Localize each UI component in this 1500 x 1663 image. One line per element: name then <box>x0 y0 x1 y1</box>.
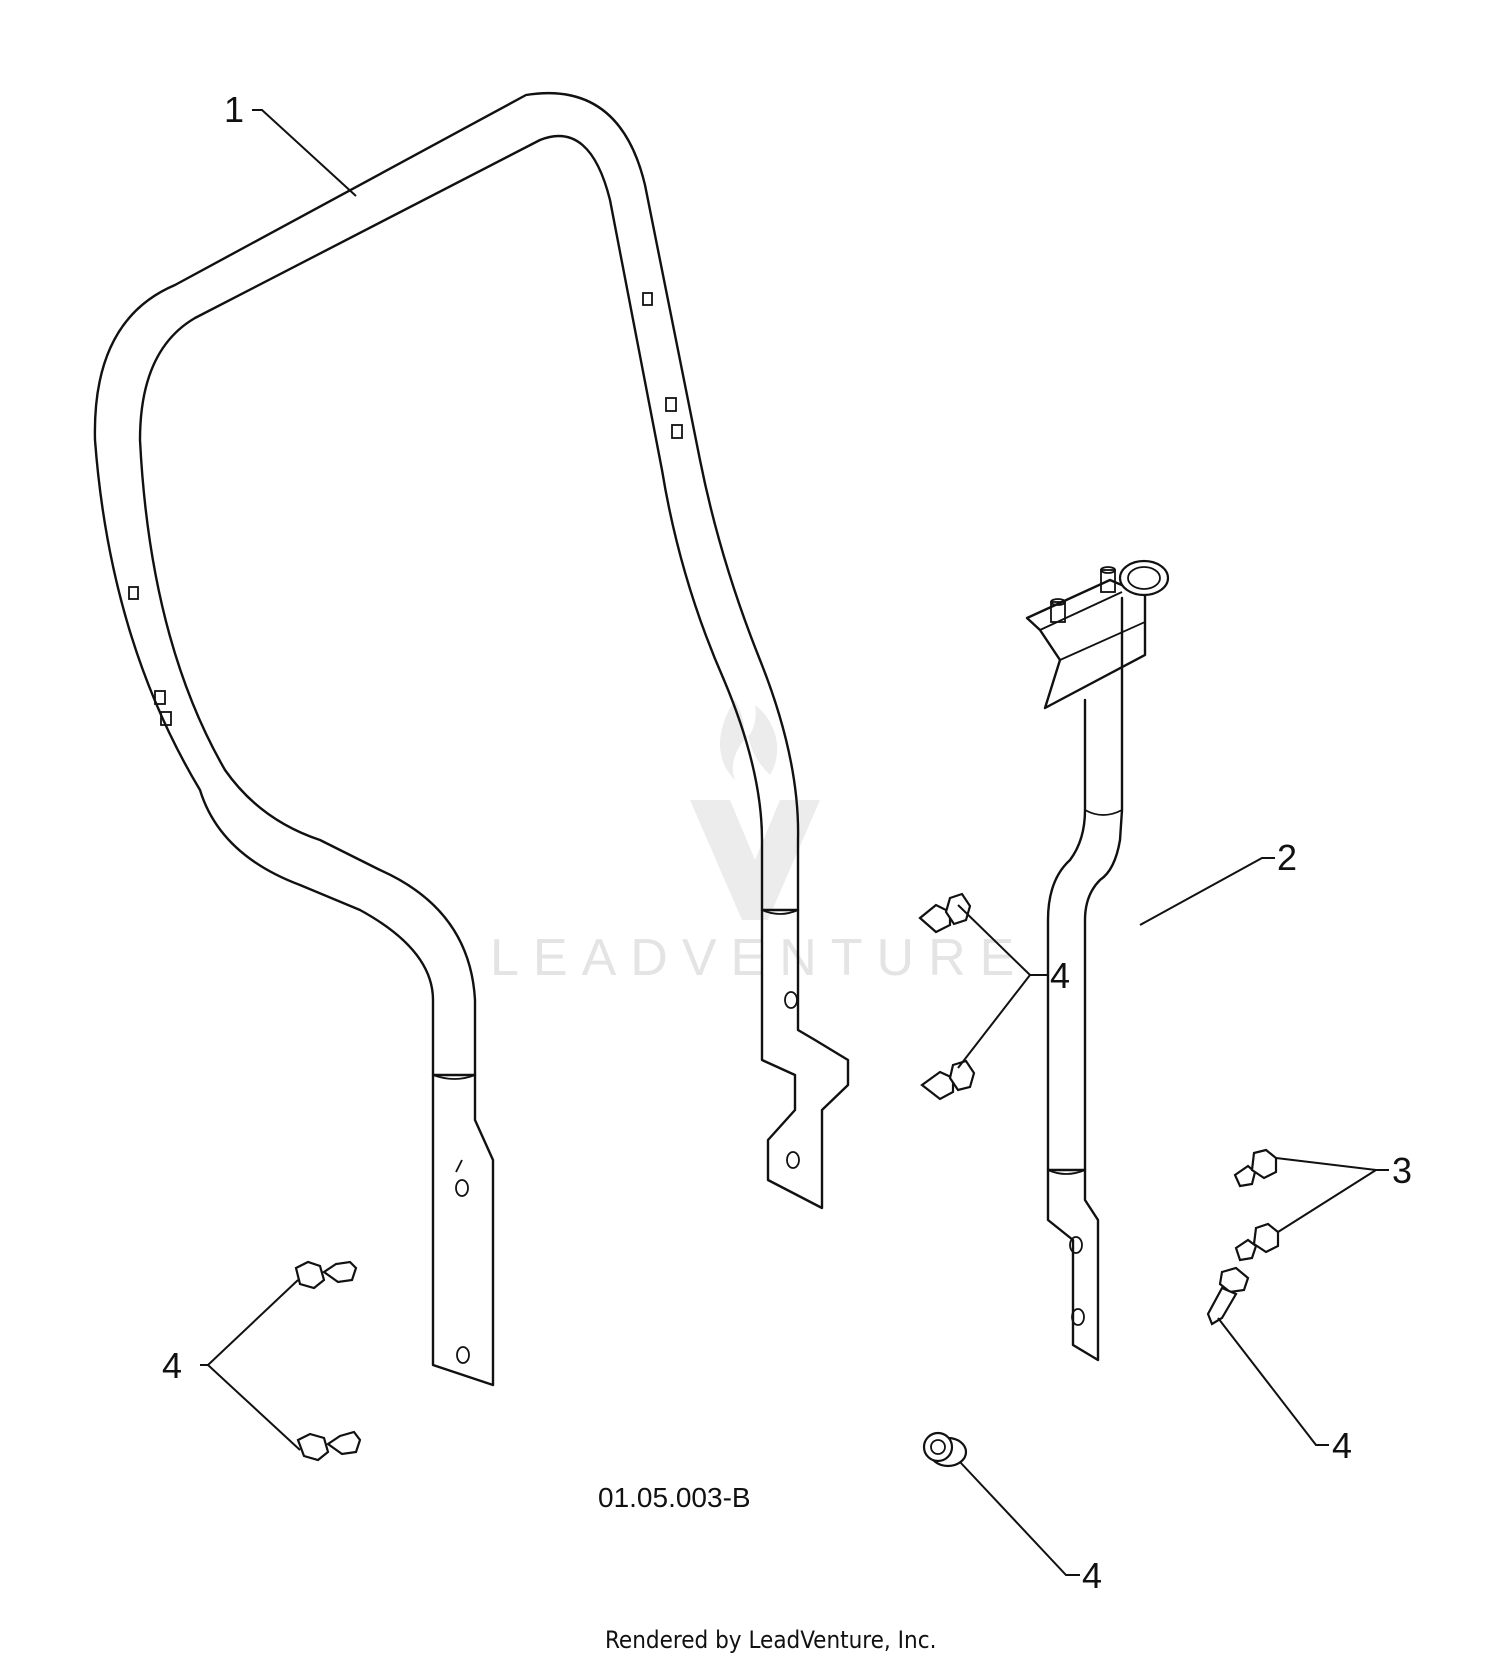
callout-4-upper-mid: 4 <box>1050 955 1070 996</box>
callout-3: 3 <box>1392 1150 1412 1191</box>
callout-4-bottom: 4 <box>1082 1555 1102 1596</box>
bolt-3-a <box>1233 1148 1278 1188</box>
footer-credit: Rendered by LeadVenture, Inc. <box>605 1626 936 1654</box>
leader-lines <box>200 109 1389 1576</box>
callout-4-right: 4 <box>1332 1425 1352 1466</box>
bolt-3-b <box>1234 1222 1280 1262</box>
bolt-4-upper-b <box>920 1059 976 1101</box>
bolt-4-left-b <box>296 1430 362 1462</box>
drawing-code: 01.05.003-B <box>598 1482 751 1513</box>
bolt-4-left-a <box>294 1260 358 1290</box>
bolt-4-upper-a <box>918 892 972 934</box>
watermark-logo-icon <box>690 700 820 920</box>
bolt-4-right <box>1206 1266 1250 1326</box>
watermark-text: LEADVENTURE <box>490 929 1028 987</box>
nut-4-bottom <box>922 1431 968 1468</box>
callout-2: 2 <box>1277 837 1297 878</box>
part-2-support-bracket <box>1025 559 1170 1362</box>
part-1-handle-tube <box>93 91 850 1387</box>
callout-1: 1 <box>224 89 244 130</box>
watermark: LEADVENTURE <box>490 700 1028 987</box>
callout-4-left: 4 <box>162 1345 182 1386</box>
